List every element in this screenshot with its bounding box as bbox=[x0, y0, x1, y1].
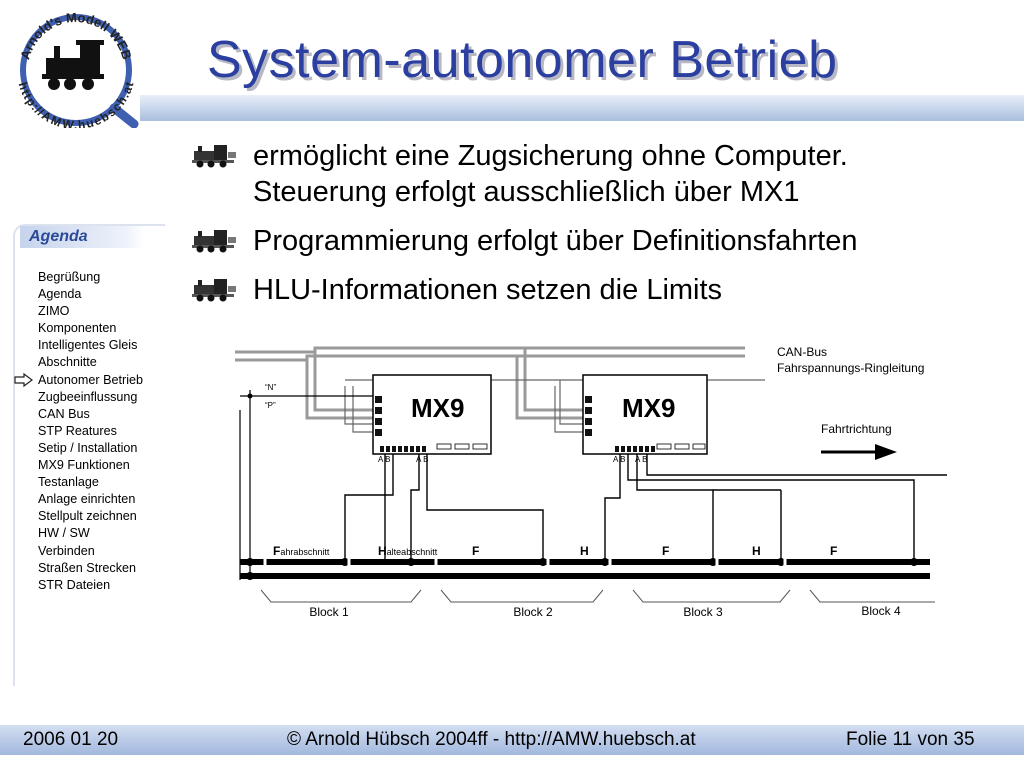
footer-date: 2006 01 20 bbox=[23, 729, 119, 750]
bullet-item: ermöglicht eine Zugsicherung ohne Comput… bbox=[190, 138, 1010, 210]
agenda-item[interactable]: CAN Bus bbox=[38, 406, 90, 421]
agenda-item[interactable]: STR Dateien bbox=[38, 577, 111, 592]
agenda-item-current[interactable]: Autonomer Betrieb bbox=[38, 372, 144, 387]
section-letter: H bbox=[752, 544, 761, 558]
agenda-item[interactable]: Agenda bbox=[38, 287, 82, 302]
agenda-item[interactable]: Stellpult zeichnen bbox=[38, 509, 137, 524]
block-label: Block 1 bbox=[309, 605, 349, 619]
section-letter: F bbox=[472, 544, 479, 558]
section-letter: F bbox=[662, 544, 669, 558]
pin-label: A B bbox=[635, 455, 647, 464]
agenda-item[interactable]: Verbinden bbox=[38, 543, 95, 558]
block-diagram: CAN-Bus Fahrspannungs-Ringleitung “N” “P… bbox=[235, 345, 947, 619]
bullet-item: Programmierung erfolgt über Definitionsf… bbox=[190, 223, 1010, 259]
footer-page-number: Folie 11 von 35 bbox=[846, 729, 975, 750]
section-label-f: Fahrabschnitt bbox=[273, 544, 330, 558]
block-label: Block 3 bbox=[683, 605, 723, 619]
agenda-item[interactable]: HW / SW bbox=[38, 526, 90, 541]
track bbox=[240, 558, 930, 579]
pin-label: A B bbox=[378, 455, 390, 464]
agenda-item[interactable]: ZIMO bbox=[38, 304, 70, 319]
agenda-item[interactable]: Setip / Installation bbox=[38, 440, 138, 455]
module-label: MX9 bbox=[411, 393, 464, 423]
block-label: Block 4 bbox=[861, 604, 901, 618]
direction-label: Fahrtrichtung bbox=[821, 422, 892, 436]
page-title: System-autonomer Betrieb bbox=[207, 31, 838, 89]
title-underline-bar bbox=[140, 95, 1024, 121]
agenda-item[interactable]: Straßen Strecken bbox=[38, 560, 136, 575]
legend-ring-line: Fahrspannungs-Ringleitung bbox=[777, 361, 924, 375]
section-letter: H bbox=[580, 544, 589, 558]
locomotive-icon bbox=[42, 40, 104, 90]
bullet-text: HLU-Informationen setzen die Limits bbox=[253, 274, 723, 306]
footer-copyright: © Arnold Hübsch 2004ff - http://AMW.hueb… bbox=[287, 729, 696, 750]
arrow-right-icon bbox=[821, 444, 897, 460]
agenda-item[interactable]: Komponenten bbox=[38, 321, 117, 336]
feed-label-p: “P” bbox=[265, 401, 276, 410]
agenda-item[interactable]: Anlage einrichten bbox=[38, 492, 136, 507]
legend-can-bus: CAN-Bus bbox=[777, 345, 827, 359]
bullet-text: Steuerung erfolgt ausschließlich über MX… bbox=[253, 176, 800, 208]
agenda-item[interactable]: Abschnitte bbox=[38, 355, 97, 370]
footer-bar bbox=[0, 725, 1024, 755]
pin-label: A B bbox=[416, 455, 428, 464]
agenda-item[interactable]: Intelligentes Gleis bbox=[38, 338, 138, 353]
feed-label-n: “N” bbox=[265, 383, 276, 392]
agenda-item[interactable]: MX9 Funktionen bbox=[38, 458, 130, 473]
agenda-header-bar bbox=[20, 226, 145, 248]
locomotive-icon bbox=[192, 279, 236, 302]
section-letter: F bbox=[830, 544, 837, 558]
agenda-item[interactable]: STP Reatures bbox=[38, 423, 117, 438]
pin-label: A B bbox=[613, 455, 625, 464]
agenda-title: Agenda bbox=[29, 228, 88, 245]
locomotive-icon bbox=[192, 230, 236, 253]
agenda-item[interactable]: Testanlage bbox=[38, 475, 99, 490]
bullet-item: HLU-Informationen setzen die Limits bbox=[190, 272, 1010, 308]
module-label: MX9 bbox=[622, 393, 675, 423]
current-item-arrow-icon bbox=[14, 373, 33, 387]
bullet-text: ermöglicht eine Zugsicherung ohne Comput… bbox=[253, 140, 848, 172]
block-label: Block 2 bbox=[513, 605, 553, 619]
bullet-list: ermöglicht eine Zugsicherung ohne Comput… bbox=[190, 138, 1010, 321]
agenda-item[interactable]: Zugbeeinflussung bbox=[38, 389, 138, 404]
locomotive-icon bbox=[192, 145, 236, 168]
agenda-item[interactable]: Begrüßung bbox=[38, 270, 101, 284]
mx9-module-2: MX9 A B A B bbox=[582, 374, 708, 464]
agenda-panel bbox=[13, 224, 165, 686]
logo: Arnold's Modell WEB http://AMW.huebsch.a… bbox=[16, 10, 139, 128]
mx9-module-1: MX9 A B A B bbox=[372, 374, 492, 464]
section-label-h: Halteabschnitt bbox=[378, 544, 438, 558]
bullet-text: Programmierung erfolgt über Definitionsf… bbox=[253, 225, 858, 257]
